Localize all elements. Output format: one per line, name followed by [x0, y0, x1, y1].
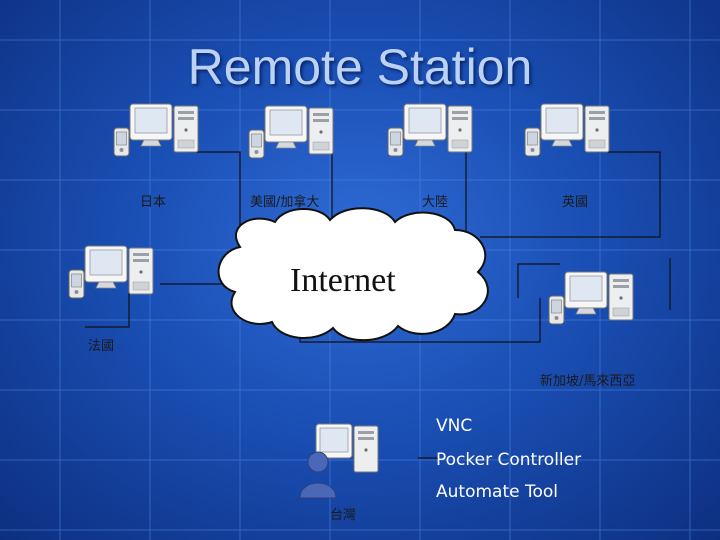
computer-usa-canada-icon: [248, 105, 334, 159]
computer-china-icon: [387, 103, 473, 157]
legend-pocker-controller: Pocker Controller: [436, 450, 582, 470]
computer-france-icon: [68, 245, 154, 299]
internet-cloud: [217, 207, 489, 342]
station-label-usa-canada: 美國/加拿大: [250, 195, 320, 210]
legend-automate-tool: Automate Tool: [436, 482, 558, 502]
station-label-france: 法國: [88, 339, 115, 354]
computer-uk-icon: [524, 103, 610, 157]
internet-cloud-label: Internet: [290, 262, 396, 299]
legend-vnc: VNC: [436, 416, 473, 436]
station-label-uk: 英國: [562, 195, 589, 210]
computer-japan-icon: [113, 103, 199, 157]
computer-singapore-malaysia-icon: [548, 271, 634, 325]
station-label-taiwan: 台灣: [330, 508, 357, 523]
computer-taiwan-icon: [315, 423, 379, 473]
station-label-singapore-malaysia: 新加坡/馬來西亞: [540, 374, 636, 389]
user-person-icon: [299, 451, 337, 499]
station-label-japan: 日本: [140, 195, 167, 210]
slide-title: Remote Station: [187, 39, 533, 95]
station-label-china: 大陸: [422, 195, 449, 210]
